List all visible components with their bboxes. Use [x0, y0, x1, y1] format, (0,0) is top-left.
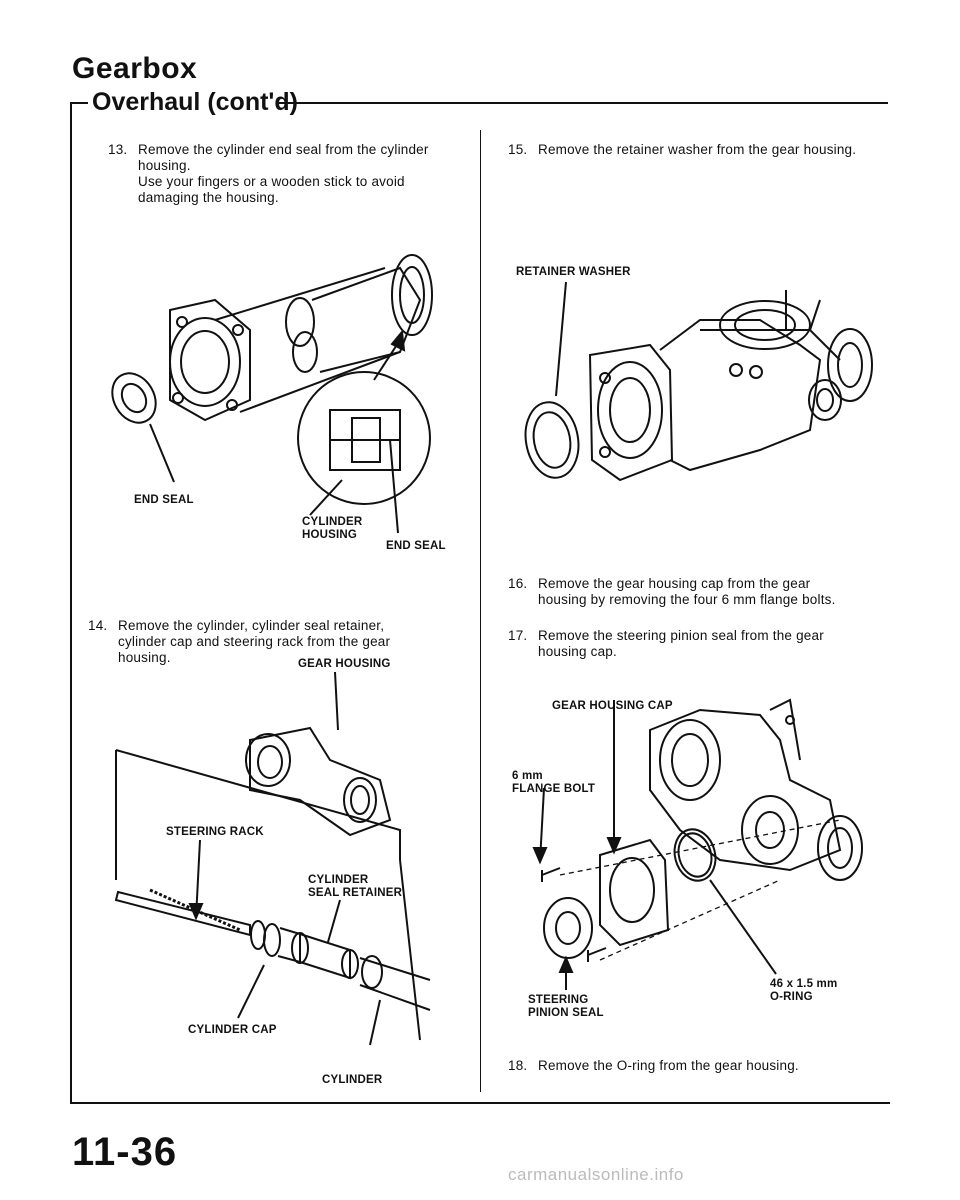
step-number: 15.	[508, 142, 528, 157]
step-17: 17. Remove the steering pinion seal from…	[508, 628, 888, 660]
label-gear-housing-cap: GEAR HOUSING CAP	[552, 700, 673, 712]
step-18: 18. Remove the O-ring from the gear hous…	[508, 1058, 888, 1074]
step-line: housing.	[138, 158, 191, 173]
step-line: housing.	[118, 650, 171, 665]
step-line: cylinder cap and steering rack from the …	[118, 634, 391, 649]
label-cylinder-seal-retainer: CYLINDER SEAL RETAINER	[308, 874, 402, 900]
step-line: Remove the retainer washer from the gear…	[538, 142, 857, 157]
step-line: Use your fingers or a wooden stick to av…	[138, 174, 405, 189]
label-line: SEAL RETAINER	[308, 887, 403, 899]
left-frame-line	[70, 102, 72, 1104]
step-line: damaging the housing.	[138, 190, 279, 205]
label-line: 6 mm	[512, 770, 543, 782]
page-title: Gearbox	[72, 52, 198, 85]
step-line: Remove the cylinder end seal from the cy…	[138, 142, 429, 157]
step-line: Remove the cylinder, cylinder seal retai…	[118, 618, 385, 633]
label-line: PINION SEAL	[528, 1007, 604, 1019]
column-divider	[480, 130, 481, 1092]
step-14: 14. Remove the cylinder, cylinder seal r…	[88, 618, 458, 666]
step-16: 16. Remove the gear housing cap from the…	[508, 576, 888, 608]
label-gear-housing: GEAR HOUSING	[298, 658, 391, 670]
label-cylinder: CYLINDER	[322, 1074, 383, 1086]
step-13: 13. Remove the cylinder end seal from th…	[108, 142, 453, 206]
step-number: 17.	[508, 628, 528, 643]
step-number: 13.	[108, 142, 128, 157]
label-line: CYLINDER	[308, 874, 369, 886]
label-end-seal-left: END SEAL	[134, 494, 194, 506]
label-steering-rack: STEERING RACK	[166, 826, 264, 838]
label-retainer-washer: RETAINER WASHER	[516, 266, 631, 278]
header-rule	[276, 102, 888, 104]
step-15: 15. Remove the retainer washer from the …	[508, 142, 898, 158]
label-line: O-RING	[770, 991, 813, 1003]
label-line: STEERING	[528, 994, 589, 1006]
label-line: 46 x 1.5 mm	[770, 978, 838, 990]
label-line: FLANGE BOLT	[512, 783, 596, 795]
step-number: 14.	[88, 618, 108, 633]
step-number: 16.	[508, 576, 528, 591]
step-number: 18.	[508, 1058, 528, 1073]
header-rule-left-tick	[70, 102, 88, 104]
label-cylinder-housing: CYLINDER HOUSING	[302, 516, 362, 542]
step-line: Remove the gear housing cap from the gea…	[538, 576, 811, 591]
page-number: 11-36	[72, 1130, 178, 1174]
step-line: Remove the steering pinion seal from the…	[538, 628, 824, 643]
bottom-rule	[70, 1102, 890, 1104]
step-line: Remove the O-ring from the gear housing.	[538, 1058, 799, 1073]
section-title: Overhaul (cont'd)	[92, 88, 298, 116]
step-line: housing cap.	[538, 644, 617, 659]
label-flange-bolt: 6 mm FLANGE BOLT	[512, 770, 595, 796]
label-line: CYLINDER	[302, 516, 363, 528]
label-o-ring: 46 x 1.5 mm O-RING	[770, 978, 837, 1004]
label-steering-pinion-seal: STEERING PINION SEAL	[528, 994, 604, 1020]
label-end-seal-right: END SEAL	[386, 540, 446, 552]
watermark: carmanualsonline.info	[508, 1165, 684, 1184]
label-cylinder-cap: CYLINDER CAP	[188, 1024, 277, 1036]
step-line: housing by removing the four 6 mm flange…	[538, 592, 836, 607]
label-line: HOUSING	[302, 529, 358, 541]
